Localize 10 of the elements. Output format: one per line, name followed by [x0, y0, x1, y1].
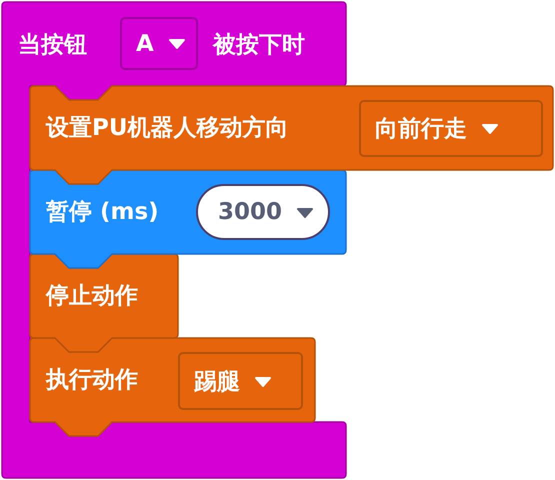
dropdown: A: [120, 17, 198, 70]
block-label: 被按下时: [213, 31, 305, 59]
block-label: 执行动作: [46, 366, 138, 394]
block-label: 暂停 (ms): [46, 198, 159, 226]
dropdown: 向前行走: [359, 100, 543, 157]
block-label: 当按钮: [18, 31, 87, 59]
block-label: 停止动作: [46, 282, 138, 310]
number-dropdown: 3000: [196, 184, 330, 240]
block-label: 设置PU机器人移动方向: [46, 114, 289, 142]
dropdown: 踢腿: [178, 352, 303, 410]
